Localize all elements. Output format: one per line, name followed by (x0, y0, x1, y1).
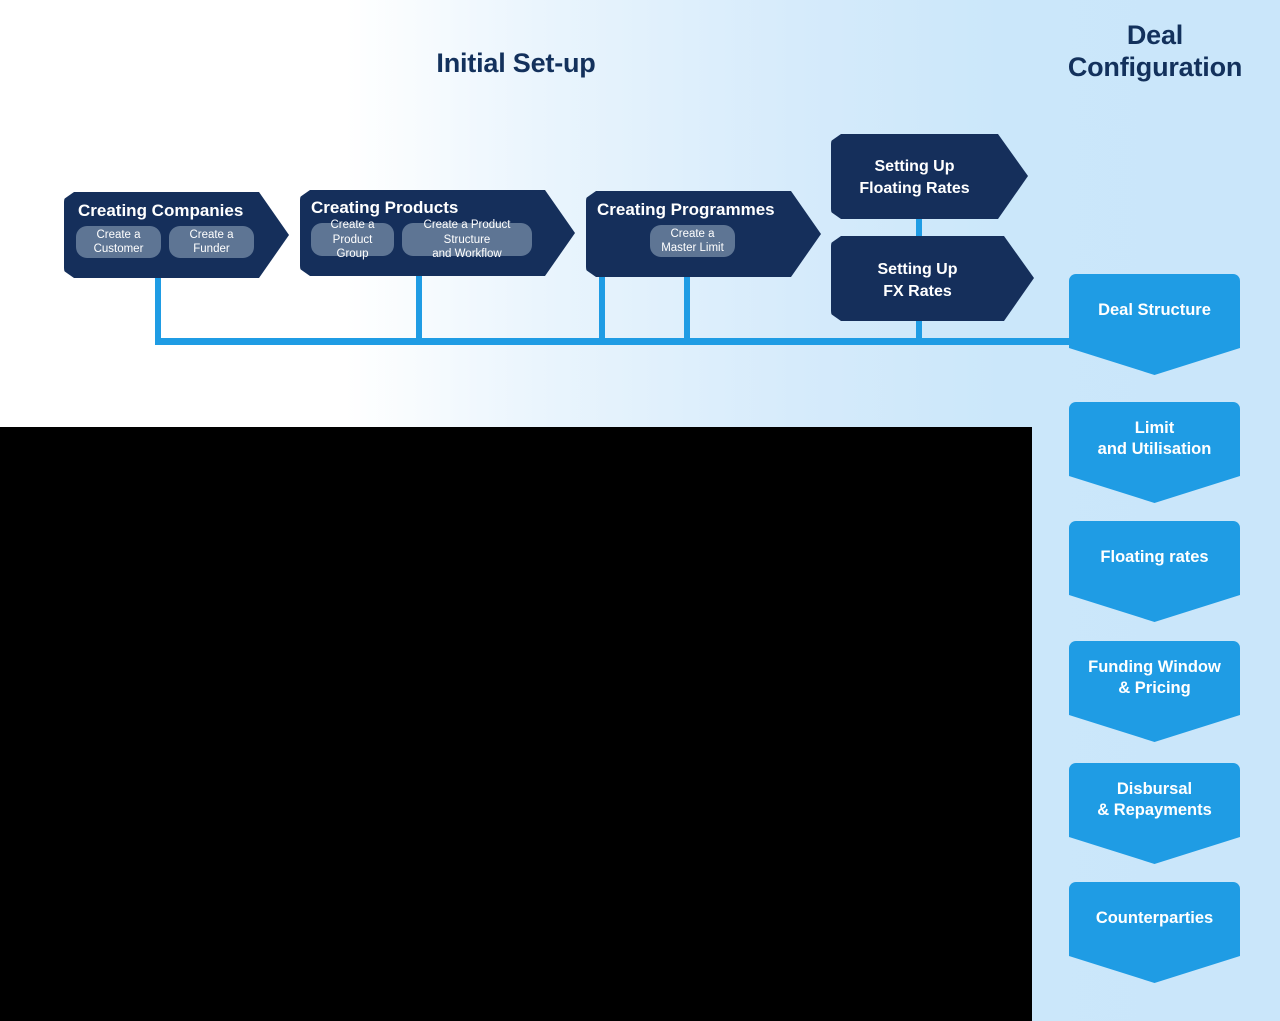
connector-link-floating-to-fx (916, 218, 922, 238)
deal-config-label-counterparties: Counterparties (1095, 909, 1214, 928)
connector-drop-fx-rates (916, 320, 922, 340)
connector-horizontal-bus (155, 338, 1080, 345)
sub-step-create-a-product-structure-and-workflow[interactable]: Create a Product Structure and Workflow (402, 219, 532, 260)
stage-label-creating-products: Creating Products (311, 198, 459, 217)
sub-step-group-creating-products: Create a Product Group Create a Product … (311, 219, 532, 260)
deal-config-label-deal-structure: Deal Structure (1098, 301, 1211, 320)
stage-setting-up-floating-rates[interactable]: Setting Up Floating Rates (831, 134, 1028, 219)
deal-config-item-deal-structure[interactable]: Deal Structure (1069, 274, 1240, 375)
deal-config-item-funding-window-and-pricing[interactable]: Funding Window & Pricing (1069, 641, 1240, 742)
sub-step-group-creating-companies: Create a Customer Create a Funder (76, 226, 254, 258)
connector-drop-creating-companies (155, 278, 161, 340)
sub-step-create-a-funder[interactable]: Create a Funder (169, 226, 254, 258)
stage-setting-up-fx-rates[interactable]: Setting Up FX Rates (831, 236, 1034, 321)
connector-drop-creating-products (416, 276, 422, 340)
stage-label-creating-programmes: Creating Programmes (597, 200, 775, 219)
connector-drop-creating-programmes (684, 277, 690, 340)
deal-config-label-limit-and-utilisation: Limit and Utilisation (1097, 418, 1212, 458)
connector-drop-creating-products-right (599, 276, 605, 340)
stage-label-creating-companies: Creating Companies (78, 201, 244, 220)
section-title-deal-configuration: Deal Configuration (1067, 20, 1243, 82)
deal-config-item-limit-and-utilisation[interactable]: Limit and Utilisation (1069, 402, 1240, 503)
stage-creating-programmes[interactable]: Creating Programmes Create a Master Limi… (586, 191, 821, 277)
deal-config-label-funding-window-and-pricing: Funding Window & Pricing (1088, 657, 1221, 697)
section-title-initial-setup: Initial Set-up (436, 48, 596, 78)
deal-config-item-counterparties[interactable]: Counterparties (1069, 882, 1240, 983)
deal-config-label-disbursal-and-repayments: Disbursal & Repayments (1097, 779, 1212, 819)
stage-label-setting-up-floating-rates: Setting Up Floating Rates (859, 158, 970, 197)
deal-config-item-disbursal-and-repayments[interactable]: Disbursal & Repayments (1069, 763, 1240, 864)
stage-creating-products[interactable]: Creating Products Create a Product Group… (300, 190, 575, 276)
sub-step-group-creating-programmes: Create a Master Limit (650, 225, 735, 257)
stage-creating-companies[interactable]: Creating Companies Create a Customer Cre… (64, 192, 289, 278)
sub-step-create-a-master-limit[interactable]: Create a Master Limit (650, 225, 735, 257)
deal-config-item-floating-rates[interactable]: Floating rates (1069, 521, 1240, 622)
sub-step-create-a-product-group[interactable]: Create a Product Group (311, 219, 394, 260)
black-overlay-panel (0, 427, 1032, 1021)
deal-config-label-floating-rates: Floating rates (1100, 548, 1209, 567)
stage-label-setting-up-fx-rates: Setting Up FX Rates (877, 261, 958, 300)
sub-step-create-a-customer[interactable]: Create a Customer (76, 226, 161, 258)
